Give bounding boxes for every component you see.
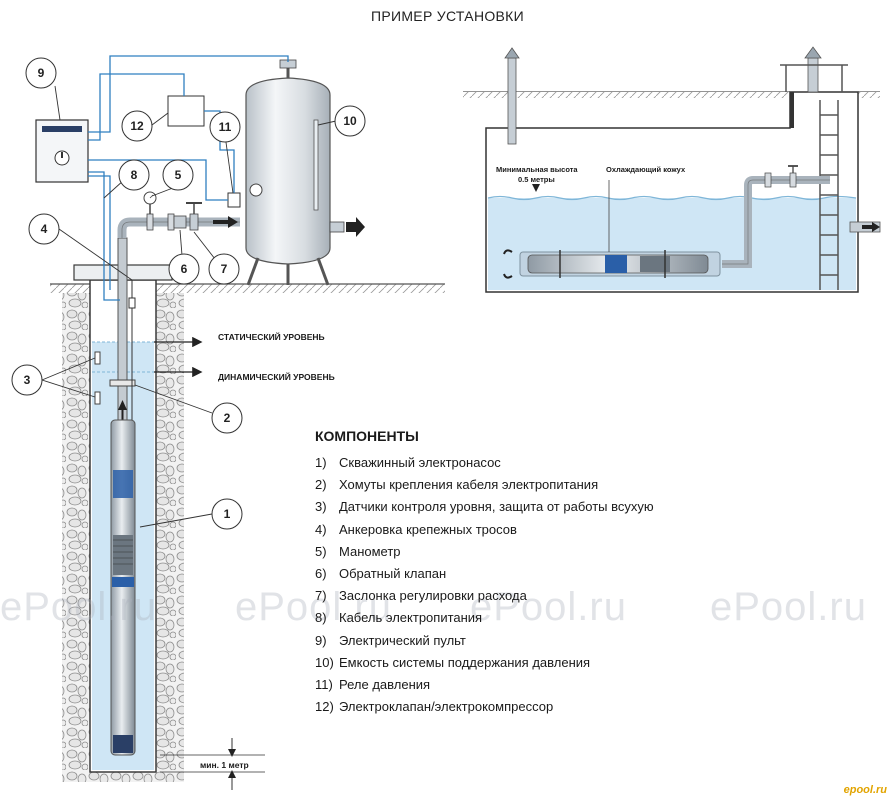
horizontal-pump-with-jacket: [519, 250, 721, 278]
callout-7: 7: [208, 253, 240, 285]
list-item: 8) Кабель электропитания: [315, 607, 735, 629]
callout-6: 6: [168, 253, 200, 285]
callout-9: 9: [25, 57, 57, 89]
item-number: 1): [315, 455, 327, 470]
callout-1: 1: [211, 498, 243, 530]
item-text: Скважинный электронасос: [339, 455, 501, 470]
level-sensor-top: [94, 351, 101, 365]
callout-2-text: 2: [224, 411, 231, 425]
gate-valve: [189, 213, 199, 231]
item-text: Заслонка регулировки расхода: [339, 588, 527, 604]
list-item: 3) Датчики контроля уровня, защита от раб…: [315, 496, 735, 518]
gravel-right: [156, 293, 184, 778]
item-number: 11): [315, 677, 333, 693]
surface-equipment: [35, 55, 365, 301]
item-number: 12): [315, 699, 334, 715]
list-item: 1) Скважинный электронасос: [315, 452, 735, 474]
list-item: 7) Заслонка регулировки расхода: [315, 585, 735, 607]
site-logo: epool.ru: [843, 784, 887, 796]
pressure-tank: [245, 59, 365, 286]
item-text: Датчики контроля уровня, защита от работ…: [339, 499, 654, 515]
callout-5: 5: [162, 159, 194, 191]
electrical-wiring: [88, 55, 289, 301]
reservoir-section: [463, 46, 881, 293]
callout-3: 3: [11, 364, 43, 396]
components-legend: КОМПОНЕНТЫ 1) Скважинный электронасос 2) Х…: [315, 428, 735, 718]
list-item: 9) Электрический пульт: [315, 630, 735, 652]
min-height-label-line1: Минимальная высота: [496, 165, 578, 174]
callout-12-text: 12: [130, 119, 144, 133]
item-number: 8): [315, 610, 327, 626]
item-text: Хомуты крепления кабеля электропитания: [339, 477, 599, 493]
control-panel: [35, 119, 89, 183]
cooling-jacket-label: Охлаждающий кожух: [606, 165, 686, 174]
callout-3-text: 3: [24, 373, 31, 387]
callout-4-text: 4: [41, 222, 48, 236]
level-sensor-bottom: [94, 391, 101, 405]
ground-surface: [50, 284, 445, 293]
list-item: 12) Электроклапан/электрокомпрессор: [315, 696, 735, 718]
static-level-label: СТАТИЧЕСКИЙ УРОВЕНЬ: [218, 331, 325, 342]
min-depth-label: мин. 1 метр: [200, 760, 249, 770]
callout-4: 4: [28, 213, 60, 245]
gravel-left: [62, 293, 90, 778]
list-item: 6) Обратный клапан: [315, 563, 735, 585]
callout-badges: 1 2 3 4 5 6 7 8 9 10 11 12: [11, 57, 366, 530]
callout-8: 8: [118, 159, 150, 191]
callout-7-text: 7: [221, 262, 228, 276]
submersible-pump: [110, 419, 136, 756]
callout-11-text: 11: [219, 120, 232, 134]
dynamic-level-label: ДИНАМИЧЕСКИЙ УРОВЕНЬ: [218, 371, 335, 382]
item-text: Реле давления: [339, 677, 431, 693]
item-number: 4): [315, 521, 327, 537]
list-item: 4) Анкеровка крепежных тросов: [315, 519, 735, 541]
pressure-switch: [227, 192, 241, 208]
level-markers: [154, 336, 203, 378]
callout-2: 2: [211, 402, 243, 434]
watermark-1: ePool.ru: [0, 585, 157, 629]
item-number: 9): [315, 632, 327, 648]
list-item: 10) Емкость системы поддержания давления: [315, 652, 735, 674]
diagram-title: ПРИМЕР УСТАНОВКИ: [370, 8, 524, 24]
list-item: 5) Манометр: [315, 541, 735, 563]
list-item: 11) Реле давления: [315, 674, 735, 696]
callouts: [41, 85, 337, 528]
components-list: 1) Скважинный электронасос 2) Хомуты крепл…: [315, 452, 735, 718]
item-text: Манометр: [339, 543, 401, 559]
item-text: Кабель электропитания: [339, 610, 483, 626]
item-number: 6): [315, 566, 327, 582]
cable-clamp: [109, 379, 136, 387]
callout-11: 11: [209, 111, 241, 143]
callout-12: 12: [121, 110, 153, 142]
item-number: 7): [315, 588, 327, 604]
callout-10: 10: [334, 105, 366, 137]
callout-8-text: 8: [131, 168, 138, 182]
callout-1-text: 1: [224, 507, 231, 521]
item-number: 2): [315, 477, 327, 493]
list-item: 2) Хомуты крепления кабеля электропитания: [315, 474, 735, 496]
callout-9-text: 9: [38, 66, 45, 80]
callout-5-text: 5: [175, 168, 182, 182]
components-heading: КОМПОНЕНТЫ: [315, 428, 419, 444]
watermark-4: ePool.ru: [710, 585, 867, 629]
min-height-label-line2: 0.5 метры: [518, 175, 555, 184]
item-number: 3): [315, 499, 327, 515]
watermark-3: ePool.ru: [470, 585, 627, 629]
item-number: 5): [315, 543, 327, 559]
item-text: Анкеровка крепежных тросов: [339, 521, 517, 537]
item-text: Электроклапан/электрокомпрессор: [339, 699, 554, 715]
callout-10-text: 10: [343, 114, 357, 128]
ladder: [819, 100, 839, 290]
solenoid-compressor: [167, 95, 205, 127]
watermark-2: ePool.ru: [235, 585, 392, 629]
item-number: 10): [315, 654, 334, 670]
callout-6-text: 6: [181, 262, 188, 276]
item-text: Обратный клапан: [339, 566, 447, 582]
item-text: Электрический пульт: [339, 632, 466, 648]
check-valve: [173, 215, 187, 229]
item-text: Емкость системы поддержания давления: [339, 654, 591, 670]
